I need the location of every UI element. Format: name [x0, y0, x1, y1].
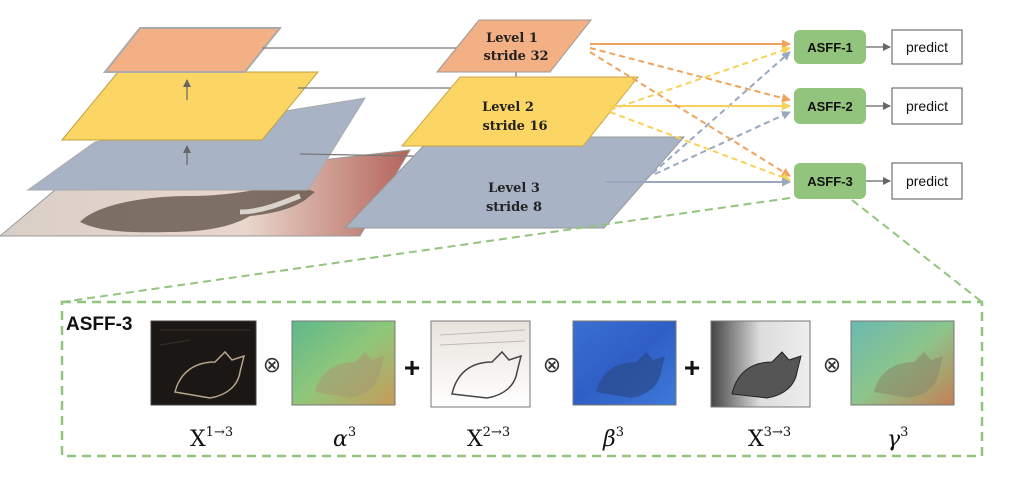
asff-1-node[interactable]: [794, 30, 866, 64]
level3-stride: stride 8: [486, 200, 542, 215]
weight-map-gamma: [850, 320, 955, 406]
label-x1-to-3: X1→3: [190, 425, 233, 452]
label-x3-to-3: X3→3: [748, 425, 791, 452]
multiply-operator-1: ⊗: [263, 353, 281, 378]
backbone-level2-plane: [60, 71, 320, 141]
plus-operator-2: +: [684, 352, 700, 383]
detail-panel-border: [60, 300, 984, 458]
predict-box-1: [891, 29, 963, 65]
level3-name: Level 3: [488, 181, 540, 196]
multiply-operator-2: ⊗: [543, 353, 561, 378]
predict-box-2: [891, 87, 963, 125]
asff-3-label: ASFF-3: [807, 174, 853, 189]
feature-map-x1-to-3: [150, 320, 257, 406]
asff-3-node[interactable]: [794, 163, 866, 199]
detail-title: ASFF-3: [66, 314, 133, 335]
zoom-lines: [61, 197, 983, 303]
plus-operator-1: +: [404, 352, 420, 383]
label-alpha: α3: [333, 425, 356, 452]
label-gamma: γ3: [887, 425, 908, 452]
level1-name: Level 1: [486, 31, 538, 46]
asff-3-detail-panel: ASFF-3 ⊗ + ⊗ + ⊗: [60, 300, 984, 458]
backbone-pyramid: [0, 27, 411, 237]
label-beta: β3: [602, 425, 624, 452]
level2-plane: [400, 76, 640, 147]
predict-label-3: predict: [906, 173, 948, 189]
predict-box-3: [891, 162, 963, 200]
asff-2-group: ASFF-2 predict: [794, 87, 963, 125]
level1-stride: stride 32: [483, 49, 548, 64]
asff-1-label: ASFF-1: [807, 40, 853, 55]
weight-map-beta: [572, 320, 677, 406]
multiply-operator-3: ⊗: [823, 353, 841, 378]
asff-2-label: ASFF-2: [807, 99, 853, 114]
asff-2-node[interactable]: [794, 88, 866, 124]
fusion-connections: [589, 39, 791, 187]
asff-1-group: ASFF-1 predict: [794, 29, 963, 65]
level2-stride: stride 16: [482, 119, 547, 134]
fpn-levels: Level 1 stride 32 Level 2 stride 16 Leve…: [343, 19, 686, 229]
feature-map-x3-to-3: [710, 320, 811, 408]
label-x2-to-3: X2→3: [467, 425, 510, 452]
asff-3-group: ASFF-3 predict: [794, 162, 963, 200]
predict-label-1: predict: [906, 39, 948, 55]
predict-label-2: predict: [906, 98, 948, 114]
level3-plane: [343, 136, 686, 229]
level1-plane: [435, 19, 593, 73]
feature-map-x2-to-3: [430, 320, 531, 408]
level2-name: Level 2: [482, 100, 534, 115]
backbone-level1-plane: [102, 27, 283, 73]
weight-map-alpha: [291, 320, 396, 406]
